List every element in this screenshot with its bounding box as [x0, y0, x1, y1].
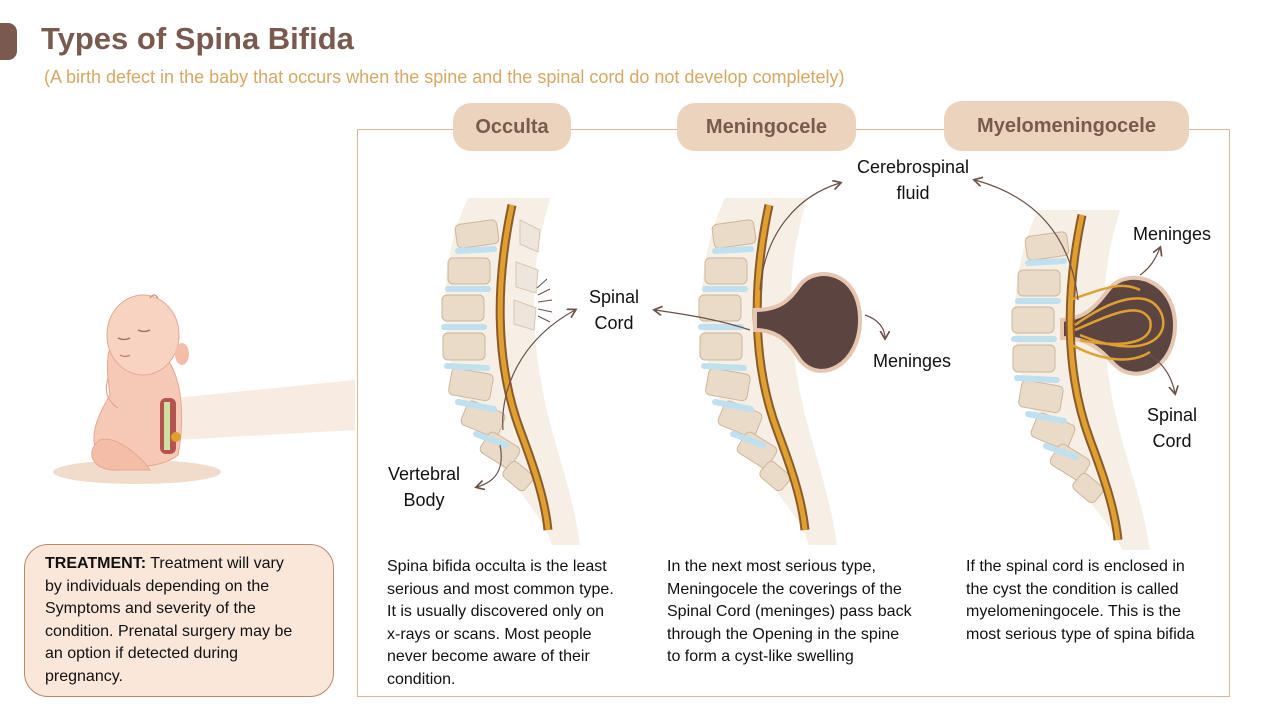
- treatment-heading: TREATMENT:: [45, 555, 147, 572]
- type-pill-occulta: Occulta: [453, 103, 571, 151]
- spine-meningocele: [698, 198, 863, 545]
- page-subtitle: (A birth defect in the baby that occurs …: [44, 67, 845, 87]
- spine-occulta: [441, 198, 580, 545]
- arrow-spinal-cord-1: [502, 310, 575, 431]
- page-title: Types of Spina Bifida: [41, 21, 354, 56]
- treatment-line: by individuals depending on the: [45, 577, 270, 595]
- spine-myelomeningocele: [1011, 210, 1178, 550]
- treatment-line: pregnancy.: [45, 667, 123, 685]
- arrow-vertebral-body: [477, 444, 502, 487]
- arrow-meninges-1: [864, 314, 885, 338]
- label-meninges-2: Meninges: [1132, 224, 1212, 244]
- zoom-beam: [175, 380, 355, 440]
- arrow-csf-1: [759, 183, 840, 291]
- arrow-meninges-2: [1139, 248, 1160, 276]
- label-meninges-1: Meninges: [872, 351, 952, 371]
- arrow-csf-2: [975, 180, 1079, 301]
- title-accent-bar: [0, 23, 17, 60]
- treatment-line: Treatment will vary: [146, 555, 284, 572]
- arrow-spinal-cord-link: [655, 310, 751, 331]
- baby-illustration: [53, 294, 355, 484]
- treatment-line: condition. Prenatal surgery may be: [45, 622, 293, 640]
- baby-shadow: [53, 460, 221, 484]
- description-myelomeningocele: If the spinal cord is enclosed in the cy…: [966, 558, 1195, 643]
- type-pill-myelomeningocele: Myelomeningocele: [944, 101, 1189, 151]
- treatment-line: Symptoms and severity of the: [45, 600, 256, 618]
- meningocele-cyst: [753, 272, 863, 373]
- type-pill-meningocele: Meningocele: [677, 103, 856, 151]
- description-meningocele: In the next most serious type, Meningoce…: [667, 558, 912, 666]
- description-occulta: Spina bifida occulta is the least seriou…: [387, 558, 614, 688]
- myelomeningocele-cyst: [1060, 275, 1178, 376]
- treatment-line: an option if detected during: [45, 645, 239, 663]
- arrow-spinal-cord-2: [1149, 354, 1175, 393]
- treatment-box: TREATMENT: Treatment will vary by indivi…: [24, 544, 334, 697]
